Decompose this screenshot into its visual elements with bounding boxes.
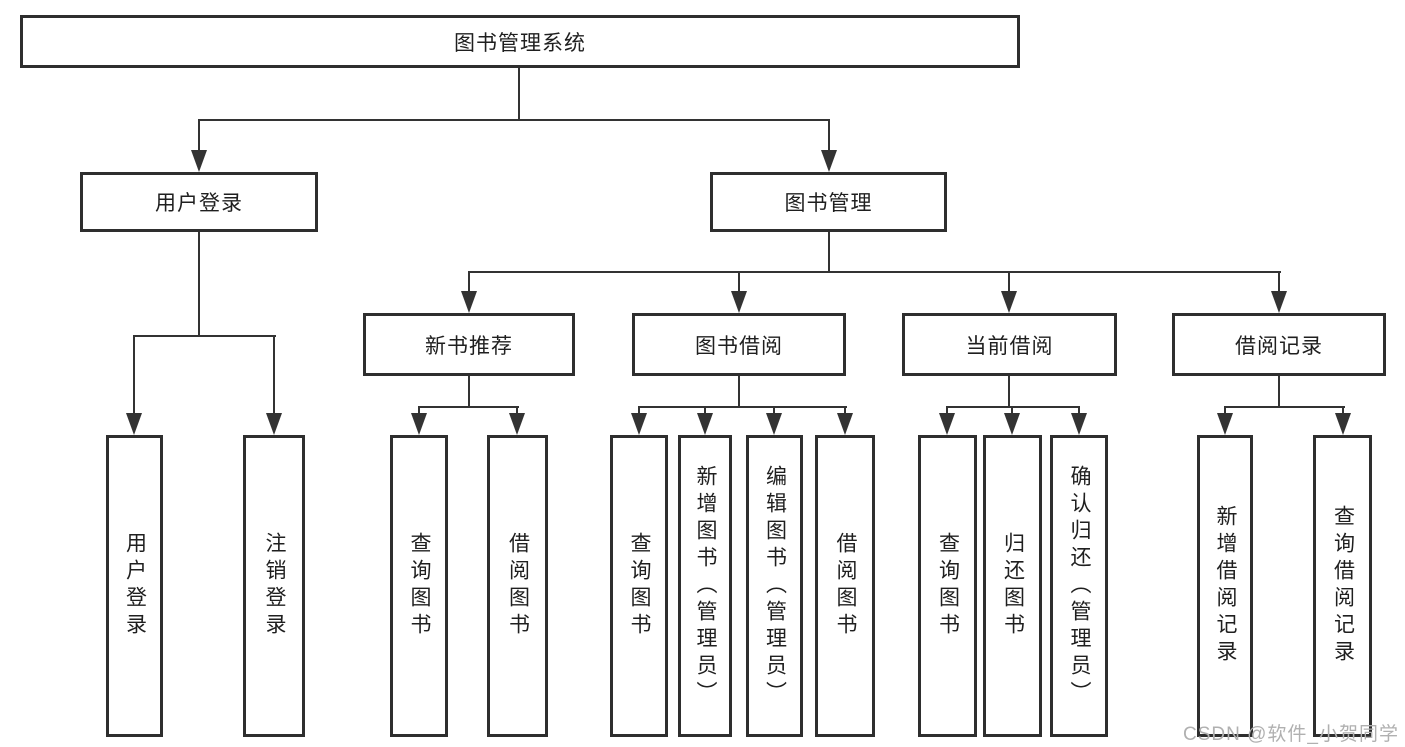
connector-root-rail (198, 119, 830, 121)
arrow-down-icon (411, 408, 427, 435)
arrow-down-icon (1335, 408, 1351, 435)
connector-records-stem (1278, 376, 1280, 408)
arrow-down-icon (1271, 273, 1287, 313)
connector-root-stem (518, 68, 520, 120)
leaf-borrow-books: 借阅图书 (815, 435, 875, 737)
leaf-confirm-return-admin: 确认归还（管理员） (1050, 435, 1108, 737)
connector-borrow-stem (738, 376, 740, 408)
arrow-down-icon (1004, 408, 1020, 435)
connector-current-rail (946, 406, 1080, 408)
node-current-borrow: 当前借阅 (902, 313, 1117, 376)
arrow-down-icon (126, 337, 142, 435)
leaf-user-login: 用户登录 (106, 435, 163, 737)
leaf-query-books-current: 查询图书 (918, 435, 977, 737)
node-borrow-records: 借阅记录 (1172, 313, 1386, 376)
connector-book-mgmt-rail (468, 271, 1281, 273)
leaf-logout: 注销登录 (243, 435, 305, 737)
leaf-query-books-recommend: 查询图书 (390, 435, 448, 737)
node-new-book-recommend: 新书推荐 (363, 313, 575, 376)
arrow-down-icon (731, 273, 747, 313)
connector-records-rail (1224, 406, 1345, 408)
arrow-down-icon (837, 408, 853, 435)
arrow-down-icon (1001, 273, 1017, 313)
arrow-down-icon (1217, 408, 1233, 435)
leaf-add-borrow-record: 新增借阅记录 (1197, 435, 1253, 737)
arrow-down-icon (631, 408, 647, 435)
node-book-borrow: 图书借阅 (632, 313, 846, 376)
connector-user-login-stem (198, 232, 200, 337)
connector-user-login-rail (133, 335, 276, 337)
connector-recommend-rail (418, 406, 519, 408)
arrow-down-icon (461, 273, 477, 313)
node-book-management: 图书管理 (710, 172, 947, 232)
leaf-edit-book-admin: 编辑图书（管理员） (746, 435, 803, 737)
watermark: CSDN @软件_小贺同学 (1183, 724, 1399, 745)
arrow-down-icon (766, 408, 782, 435)
node-root: 图书管理系统 (20, 15, 1020, 68)
arrow-down-icon (697, 408, 713, 435)
node-user-login: 用户登录 (80, 172, 318, 232)
connector-book-mgmt-stem (828, 232, 830, 273)
leaf-return-book: 归还图书 (983, 435, 1042, 737)
arrow-down-icon (191, 121, 207, 172)
leaf-add-book-admin: 新增图书（管理员） (678, 435, 732, 737)
leaf-query-borrow-record: 查询借阅记录 (1313, 435, 1372, 737)
arrow-down-icon (939, 408, 955, 435)
connector-current-stem (1008, 376, 1010, 408)
arrow-down-icon (821, 121, 837, 172)
arrow-down-icon (1071, 408, 1087, 435)
leaf-borrow-books-recommend: 借阅图书 (487, 435, 548, 737)
connector-recommend-stem (468, 376, 470, 408)
arrow-down-icon (266, 337, 282, 435)
arrow-down-icon (509, 408, 525, 435)
connector-borrow-rail (638, 406, 847, 408)
leaf-query-books-borrow: 查询图书 (610, 435, 668, 737)
